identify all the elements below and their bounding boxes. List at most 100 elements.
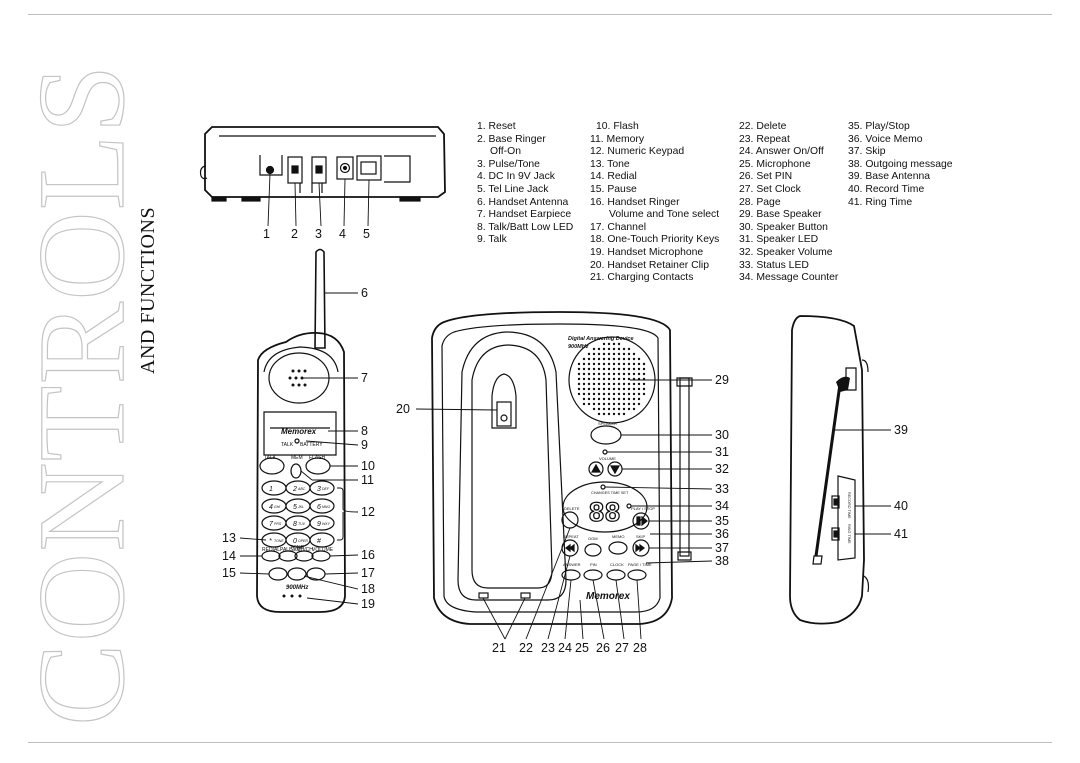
legend-item: 29. Base Speaker — [739, 209, 822, 221]
grille-hole — [592, 377, 596, 381]
keypad-key-letters: JKL — [297, 505, 304, 509]
grille-hole — [602, 352, 606, 356]
grille-hole — [627, 362, 631, 366]
grille-hole — [577, 387, 581, 391]
device-printed-labels: Memorex TALK BATTERY TALK MEM FLASH TONE… — [262, 336, 851, 602]
legend-item: 22. Delete — [739, 121, 787, 132]
grille-hole — [637, 357, 641, 361]
pin-label: PIN — [590, 562, 597, 567]
grille-hole — [612, 392, 616, 396]
grille-hole — [597, 402, 601, 406]
grille-hole — [622, 397, 626, 401]
grille-hole — [592, 372, 596, 376]
keypad-key-1: 1 — [269, 486, 273, 493]
grille-hole — [597, 357, 601, 361]
callout-20: 20 — [396, 402, 410, 416]
grille-hole — [617, 387, 621, 391]
grille-hole — [587, 387, 591, 391]
handset-brand: Memorex — [281, 427, 317, 436]
grille-hole — [622, 382, 626, 386]
grille-hole — [622, 372, 626, 376]
grille-hole — [622, 402, 626, 406]
page-label: PAGE / TIME — [628, 562, 652, 567]
grille-hole — [602, 347, 606, 351]
grille-hole — [642, 387, 646, 391]
grille-hole — [577, 382, 581, 386]
grille-hole — [607, 367, 611, 371]
callout-29: 29 — [715, 373, 729, 387]
legend-item: 5. Tel Line Jack — [477, 183, 549, 195]
grille-hole — [602, 372, 606, 376]
legend-item: 36. Voice Memo — [848, 133, 923, 145]
grille-hole — [587, 397, 591, 401]
grille-hole — [632, 357, 636, 361]
keypad-key-9: 9 — [317, 521, 321, 528]
grille-hole — [642, 367, 646, 371]
grille-hole — [607, 377, 611, 381]
grille-hole — [602, 362, 606, 366]
grille-hole — [627, 392, 631, 396]
legend-item: Off-On — [490, 146, 521, 158]
legend-item: 37. Skip — [848, 146, 886, 158]
grille-hole — [642, 372, 646, 376]
grille-hole — [632, 372, 636, 376]
volume-key-label: VOLUME — [312, 547, 334, 553]
grille-hole — [632, 362, 636, 366]
callout-19: 19 — [361, 597, 375, 611]
callout-15: 15 — [222, 566, 236, 580]
legend-item: 2. Base Ringer — [477, 133, 546, 145]
grille-hole — [602, 387, 606, 391]
grille-hole — [582, 367, 586, 371]
legend-column-2: 10. Flash 11. Memory 12. Numeric Keypad … — [590, 121, 719, 285]
keypad-key-letters: WXY — [322, 522, 331, 526]
legend-item: 3. Pulse/Tone — [477, 158, 540, 170]
play-stop-label: PLAY / STOP — [631, 506, 655, 511]
grille-hole — [582, 402, 586, 406]
grille-hole — [582, 397, 586, 401]
callout-32: 32 — [715, 462, 729, 476]
keypad-key-12: # — [317, 538, 321, 545]
callout-21: 21 — [492, 641, 506, 655]
grille-hole — [637, 367, 641, 371]
grille-hole — [612, 342, 616, 346]
grille-hole — [597, 397, 601, 401]
grille-hole — [597, 377, 601, 381]
legend-item: 21. Charging Contacts — [590, 272, 694, 284]
legend-item: 8. Talk/Batt Low LED — [477, 221, 574, 233]
grille-hole — [607, 347, 611, 351]
grille-hole — [637, 392, 641, 396]
grille-hole — [587, 362, 591, 366]
grille-hole — [617, 382, 621, 386]
volume-label: VOLUME — [599, 456, 616, 461]
tone-key-label: TONE — [290, 545, 304, 551]
clock-label: CLOCK — [610, 562, 624, 567]
grille-hole — [622, 407, 626, 411]
legend-item: 32. Speaker Volume — [739, 246, 833, 258]
keypad-key-3: 3 — [317, 486, 321, 493]
legend-item: 30. Speaker Button — [739, 221, 828, 233]
callout-16: 16 — [361, 548, 375, 562]
grille-hole — [607, 412, 611, 416]
grille-hole — [597, 412, 601, 416]
grille-hole — [632, 367, 636, 371]
talk-key-label: TALK — [264, 455, 277, 461]
legend-item: 38. Outgoing message — [848, 158, 953, 170]
legend-item: 39. Base Antenna — [848, 171, 931, 183]
grille-hole — [582, 362, 586, 366]
handset-leaders — [239, 292, 359, 605]
grille-hole — [617, 362, 621, 366]
grille-hole — [582, 372, 586, 376]
grille-hole — [607, 382, 611, 386]
grille-hole — [627, 407, 631, 411]
callout-3: 3 — [315, 227, 322, 241]
legend-item: 33. Status LED — [739, 259, 809, 271]
grille-hole — [607, 352, 611, 356]
callout-23: 23 — [541, 641, 555, 655]
callout-30: 30 — [715, 428, 729, 442]
grille-hole — [592, 387, 596, 391]
delete-label: DELETE — [564, 506, 580, 511]
grille-hole — [622, 352, 626, 356]
grille-hole — [622, 377, 626, 381]
grille-hole — [587, 357, 591, 361]
grille-hole — [597, 392, 601, 396]
